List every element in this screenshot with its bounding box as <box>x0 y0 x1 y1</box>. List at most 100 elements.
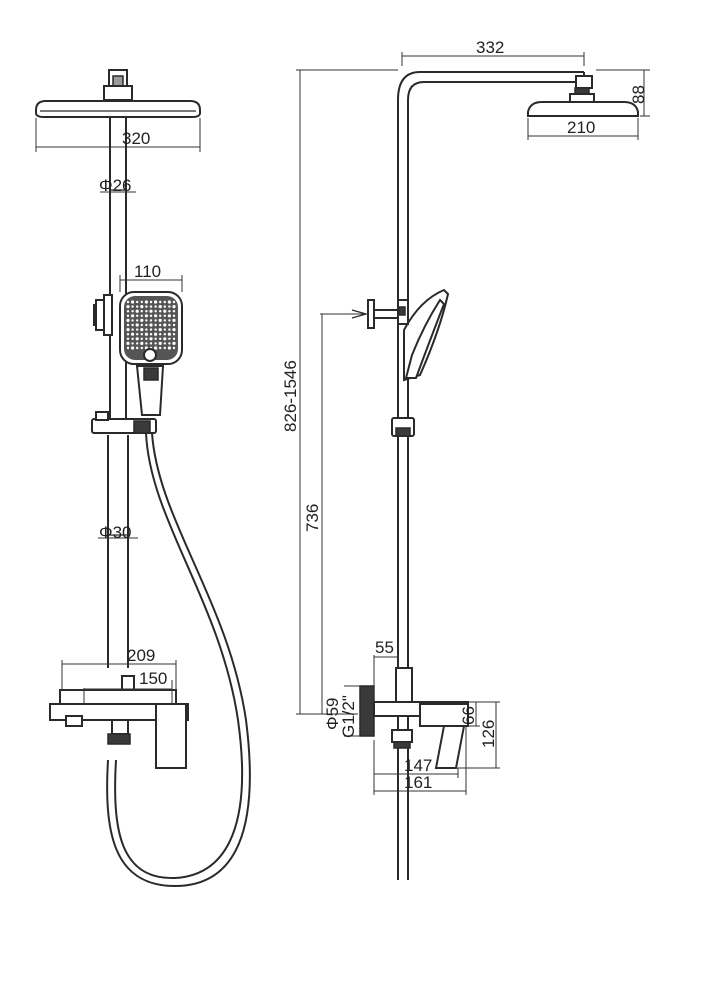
nozzle-dot <box>158 328 162 332</box>
nozzle-dot <box>145 305 148 308</box>
nozzle-dot <box>167 314 171 318</box>
nozzle-dot <box>149 342 153 345</box>
nozzle-dot <box>159 300 162 304</box>
dim-head-height: 88 <box>629 85 648 104</box>
nozzle-dot <box>149 328 153 331</box>
nozzle-dot <box>168 337 171 340</box>
dim-height-range: 826-1546 <box>281 360 300 432</box>
nozzle-dot <box>140 305 144 309</box>
nozzle-dot <box>126 314 130 317</box>
nozzle-dot <box>136 346 139 350</box>
front-mixer <box>49 675 189 769</box>
dim-mixer-top-width: 55 <box>375 638 394 657</box>
nozzle-dot <box>172 310 176 313</box>
nozzle-dot <box>163 342 166 345</box>
nozzle-dot <box>154 337 157 340</box>
nozzle-dot <box>144 332 148 336</box>
nozzle-dot <box>149 323 153 327</box>
nozzle-dot <box>131 328 134 331</box>
nozzle-dot <box>159 314 162 317</box>
nozzle-dot <box>140 337 143 340</box>
nozzle-dot <box>140 314 143 317</box>
nozzle-dot <box>158 341 162 345</box>
dim-pipe-bottom-diameter: Φ30 <box>99 523 131 542</box>
nozzle-dot <box>126 346 130 350</box>
nozzle-dot <box>163 346 166 350</box>
nozzle-dot <box>149 319 153 322</box>
nozzle-dot <box>131 300 135 304</box>
nozzle-dot <box>140 333 143 336</box>
nozzle-dot <box>126 337 130 340</box>
nozzle-dot <box>159 337 162 340</box>
dim-inlet-thread: G1/2" <box>339 695 358 738</box>
nozzle-dot <box>158 305 162 309</box>
dim-mixer-body-width: 209 <box>127 646 155 665</box>
nozzle-dot <box>172 346 176 350</box>
nozzle-dot <box>126 300 130 304</box>
dim-arm-reach: 332 <box>476 38 504 57</box>
nozzle-dot <box>144 300 148 304</box>
side-hand-shower <box>397 288 450 382</box>
nozzle-dot <box>140 310 143 313</box>
nozzle-dot <box>172 305 176 309</box>
nozzle-dot <box>131 346 135 350</box>
nozzle-dot <box>158 318 162 322</box>
nozzle-dot <box>126 318 130 322</box>
nozzle-dot <box>140 300 143 304</box>
nozzle-dot <box>168 328 171 331</box>
nozzle-dot <box>163 300 166 304</box>
nozzle-dot <box>140 323 143 327</box>
nozzle-dot <box>145 323 148 327</box>
nozzle-dot <box>131 310 134 313</box>
dim-head-diameter-front: 320 <box>122 129 150 148</box>
nozzle-dot <box>126 341 130 345</box>
nozzle-dot <box>126 305 130 309</box>
nozzle-dot <box>136 314 139 317</box>
nozzle-dot <box>135 309 139 313</box>
nozzle-dot <box>154 346 158 350</box>
nozzle-dot <box>168 305 171 308</box>
nozzle-dot <box>140 328 144 332</box>
dim-mixer-projection: 161 <box>404 773 432 792</box>
nozzle-dot <box>159 323 162 327</box>
dim-inlet-diameter: Φ59 <box>323 698 342 730</box>
nozzle-dot <box>159 310 162 313</box>
front-holder <box>91 411 157 434</box>
dim-mixer-spout-width: 150 <box>139 669 167 688</box>
front-shower-head <box>35 69 201 118</box>
nozzle-dot <box>154 310 157 313</box>
nozzle-dot <box>131 342 134 345</box>
nozzle-dot <box>154 342 157 345</box>
nozzle-dot <box>172 318 176 322</box>
nozzle-dot <box>154 305 157 308</box>
nozzle-dot <box>163 328 166 331</box>
dim-spout-height: 66 <box>459 706 478 725</box>
nozzle-dot <box>131 319 134 322</box>
nozzle-dot <box>172 333 176 336</box>
nozzle-dot <box>149 337 153 341</box>
side-holder <box>391 417 415 437</box>
nozzle-dot <box>136 342 139 345</box>
front-hose <box>106 432 251 888</box>
nozzle-dot <box>144 314 148 318</box>
nozzle-dot <box>131 314 135 318</box>
nozzle-dot <box>172 337 176 340</box>
nozzle-dot <box>149 309 153 313</box>
dim-mixer-height: 126 <box>479 720 498 748</box>
side-shower-head <box>527 87 639 117</box>
side-wall-bracket <box>320 299 399 329</box>
nozzle-dot <box>136 328 139 331</box>
nozzle-dot <box>168 342 171 345</box>
nozzle-dot <box>163 314 166 317</box>
nozzle-dot <box>154 328 157 331</box>
nozzle-dot <box>149 305 153 308</box>
nozzle-dot <box>159 333 162 336</box>
side-mixer <box>359 667 469 769</box>
side-view: 332 88 210 826-1546 736 55 Φ59 G1/2" 66 … <box>281 38 650 880</box>
nozzle-dot <box>145 319 148 322</box>
nozzle-dot <box>163 305 166 308</box>
nozzle-dot <box>172 328 176 332</box>
front-hand-shower <box>119 291 183 416</box>
nozzle-dot <box>163 319 166 322</box>
